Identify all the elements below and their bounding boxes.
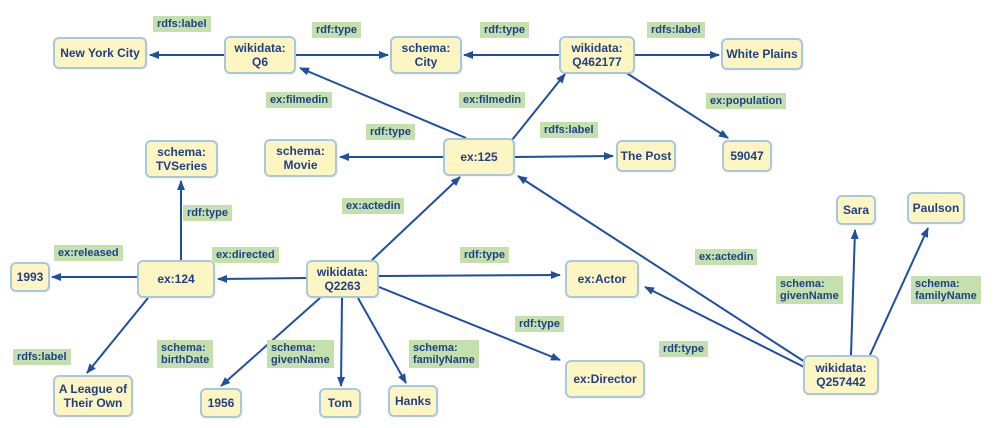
edge-label-q2263-rdf-type-director: rdf:type bbox=[515, 316, 564, 332]
node-ex-125: ex:125 bbox=[443, 138, 515, 176]
node-population-value: 59047 bbox=[722, 140, 772, 172]
node-schema-tvseries: schema: TVSeries bbox=[145, 140, 218, 178]
edge-ex125-to-q6 bbox=[299, 67, 467, 139]
edge-q462177-to-population bbox=[624, 71, 729, 139]
node-new-york-city: New York City bbox=[53, 37, 147, 69]
edge-label-released: ex:released bbox=[54, 245, 123, 261]
edge-label-q257442-family-name: schema: familyName bbox=[911, 276, 981, 304]
node-sara: Sara bbox=[836, 195, 876, 225]
node-hanks: Hanks bbox=[388, 385, 438, 417]
node-ex-actor: ex:Actor bbox=[565, 260, 639, 298]
edge-q2263-to-hanks bbox=[357, 297, 407, 384]
edge-q257442-to-sara bbox=[850, 229, 859, 356]
edge-label-filmedin-q462177: ex:filmedin bbox=[459, 92, 526, 108]
node-ex-124: ex:124 bbox=[137, 260, 215, 298]
edge-label-ex124-rdf-type: rdf:type bbox=[183, 205, 232, 221]
edge-q2263-to-ex124 bbox=[217, 274, 307, 283]
node-wikidata-q462177: wikidata: Q462177 bbox=[559, 36, 635, 74]
node-ex-director: ex:Director bbox=[565, 360, 645, 398]
edge-label-q6-rdf-type: rdf:type bbox=[312, 22, 361, 38]
edge-label-ex124-rdfs-label: rdfs:label bbox=[13, 349, 71, 365]
edge-label-population: ex:population bbox=[706, 93, 787, 109]
edge-label-ex125-rdfs-label: rdfs:label bbox=[540, 122, 598, 138]
node-wikidata-q2263: wikidata: Q2263 bbox=[306, 260, 379, 298]
edge-label-filmedin-q6: ex:filmedin bbox=[266, 92, 333, 108]
edge-q2263-to-actor bbox=[378, 271, 561, 280]
edge-label-q462177-rdfs-label: rdfs:label bbox=[647, 22, 705, 38]
edge-label-q462177-rdf-type: rdf:type bbox=[480, 22, 529, 38]
edge-label-q2263-family-name: schema: familyName bbox=[409, 340, 479, 368]
edge-label-actedin-q257442: ex:actedin bbox=[695, 249, 758, 265]
node-wikidata-q6: wikidata: Q6 bbox=[224, 36, 296, 74]
edge-ex125-to-q462177 bbox=[511, 73, 566, 141]
edge-label-q257442-given-name: schema: givenName bbox=[776, 276, 843, 304]
edge-label-q2263-rdf-type-actor: rdf:type bbox=[460, 247, 509, 263]
edge-label-q2263-given-name: schema: givenName bbox=[267, 340, 334, 368]
edge-label-birthdate: schema: birthDate bbox=[157, 340, 214, 368]
node-tom: Tom bbox=[319, 388, 361, 418]
node-the-post: The Post bbox=[616, 140, 676, 172]
node-schema-city: schema: City bbox=[390, 36, 462, 74]
node-white-plains: White Plains bbox=[721, 38, 803, 70]
edge-label-ex125-rdf-type: rdf:type bbox=[366, 124, 415, 140]
edge-q2263-to-director bbox=[378, 286, 561, 361]
node-1956: 1956 bbox=[200, 388, 242, 418]
edge-ex124-to-league bbox=[86, 297, 149, 374]
edge-ex125-to-thepost bbox=[514, 152, 614, 161]
node-schema-movie: schema: Movie bbox=[264, 139, 337, 177]
edge-label-q257442-rdf-type-actor: rdf:type bbox=[659, 341, 708, 357]
edge-q257442-to-actor bbox=[644, 286, 811, 371]
edge-q2263-to-tom bbox=[337, 297, 346, 387]
edge-q2263-to-ex125 bbox=[371, 176, 461, 261]
node-paulson: Paulson bbox=[907, 192, 965, 224]
edge-label-q6-rdfs-label: rdfs:label bbox=[153, 16, 211, 32]
edge-q257442-to-ex125 bbox=[517, 175, 806, 363]
node-1993: 1993 bbox=[10, 262, 50, 292]
edge-label-directed: ex:directed bbox=[212, 247, 279, 263]
node-wikidata-q257442: wikidata: Q257442 bbox=[803, 355, 879, 395]
edge-q257442-to-paulson bbox=[869, 227, 929, 356]
node-league-of-their-own: A League of Their Own bbox=[53, 375, 133, 417]
edge-label-actedin-q2263: ex:actedin bbox=[342, 198, 405, 214]
